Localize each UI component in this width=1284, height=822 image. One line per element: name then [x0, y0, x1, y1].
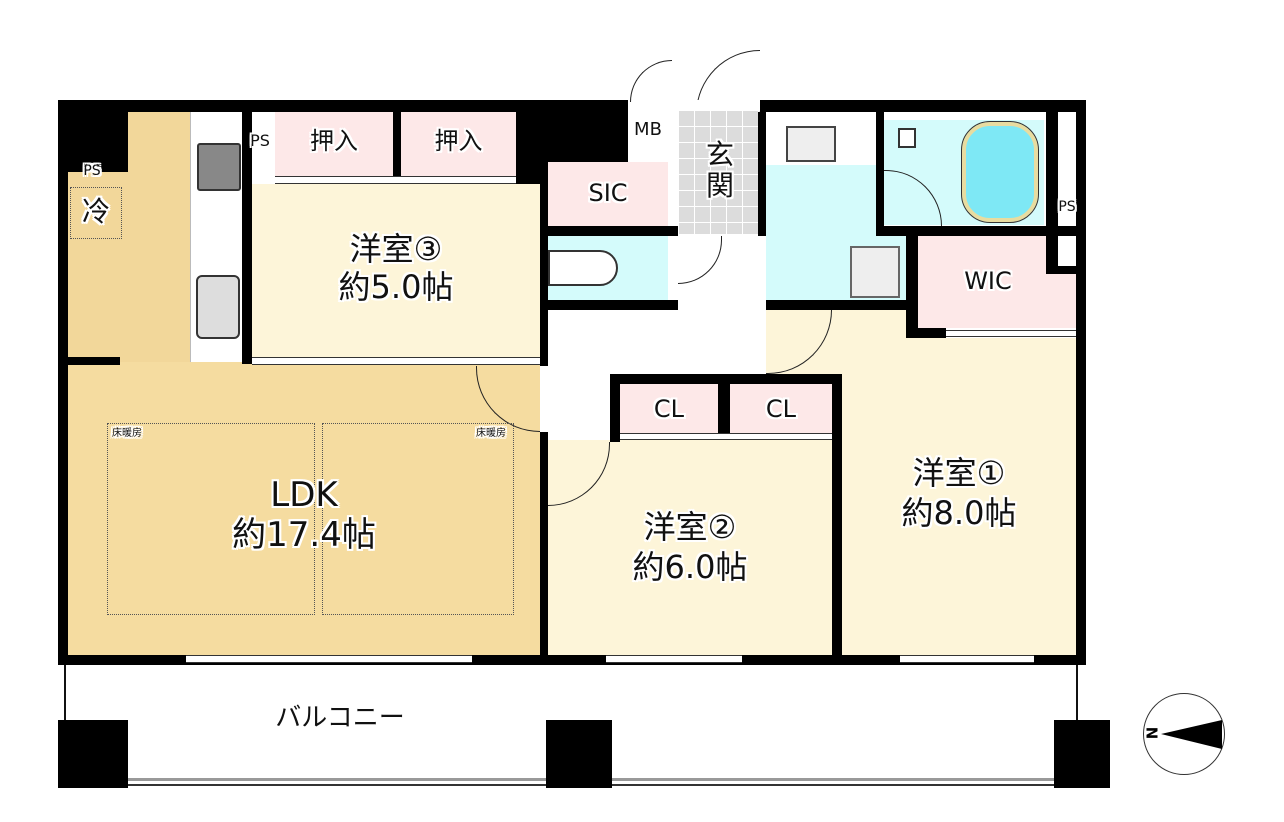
closet-divider: [393, 112, 401, 176]
floor-heating-right-label: 床暖房: [476, 428, 506, 439]
sic-wall: [548, 226, 678, 236]
balcony-label: バルコニー: [275, 703, 405, 733]
window-ldk: [186, 655, 472, 663]
cl-b-label: CL: [765, 395, 797, 423]
outer-wall-left: [58, 100, 68, 665]
window-room2: [606, 655, 742, 663]
room1-size: 約8.0帖: [901, 494, 1017, 532]
washbasin-icon: [786, 126, 836, 162]
entrance-right-wall: [758, 112, 766, 236]
fridge-area: [70, 187, 122, 239]
sliding-door-closet: [275, 176, 516, 184]
wic-door: [946, 330, 1076, 337]
sic-label: SIC: [588, 179, 628, 207]
bath-left-wall: [876, 112, 884, 232]
stove-icon: [197, 143, 241, 191]
washer-icon: [850, 246, 900, 298]
mb-label: MB: [634, 119, 662, 140]
shower-icon: [898, 128, 916, 148]
toilet-door[interactable]: [678, 236, 722, 284]
floor-heating-right: [322, 423, 514, 615]
closet-a: [275, 112, 393, 176]
floor-heating-left: [107, 423, 315, 615]
room3-size: 約5.0帖: [338, 268, 454, 306]
balcony-pillar-mid: [546, 720, 612, 788]
closet-a-label: 押入: [310, 127, 358, 155]
room1-name: 洋室①: [912, 454, 1006, 492]
sink-icon: [196, 275, 240, 339]
ldk-floor: [68, 362, 540, 655]
cl-divider: [718, 384, 730, 434]
cl-left-wall: [610, 374, 620, 442]
wic-bottom-wall: [906, 328, 946, 338]
sliding-door-room3: [252, 357, 540, 365]
ps-bath-label: PS: [1058, 199, 1076, 215]
fridge-label: 冷: [81, 195, 110, 228]
washroom-bottom-wall: [766, 300, 906, 310]
ps-bath-wall: [1046, 112, 1058, 272]
balcony-pillar-left: [58, 720, 128, 788]
cl-top-wall: [610, 374, 842, 384]
sic-room: [548, 162, 668, 226]
ps-top-label: PS: [250, 131, 270, 150]
outer-wall-right: [1076, 100, 1086, 665]
cl-b-room: [730, 384, 832, 434]
room2-right-wall: [832, 374, 842, 664]
closet-b-label: 押入: [434, 127, 483, 155]
bottom-wall: [58, 655, 1086, 665]
balcony-pillar-right: [1054, 720, 1110, 788]
cl-a-label: CL: [653, 395, 685, 423]
sliding-door-cl: [620, 433, 832, 440]
room3-right-wall: [540, 112, 548, 366]
corner-block-tl: [58, 100, 128, 172]
bath-bottom-wall: [876, 226, 1076, 236]
ldk-name: LDK: [270, 475, 338, 515]
toilet-icon: [548, 250, 618, 286]
kitchen-partition: [68, 357, 120, 365]
room2-size: 約6.0帖: [632, 548, 748, 586]
ldk-size: 約17.4帖: [232, 515, 376, 555]
north-label: N: [1143, 726, 1162, 740]
ldk-right-wall: [540, 432, 548, 664]
mb-room: [627, 110, 669, 152]
entrance-label: 玄関: [706, 138, 735, 202]
toilet-bottom-wall: [548, 300, 678, 310]
wic-left-wall: [906, 236, 918, 338]
floor-heating-left-label: 床暖房: [112, 428, 142, 439]
room2-name: 洋室②: [643, 508, 737, 546]
room3-floor: [252, 184, 540, 358]
mb-wall: [548, 112, 628, 162]
ps-bath-wall-b: [1046, 266, 1076, 274]
compass: N: [1143, 693, 1225, 775]
outer-wall-top-right: [760, 100, 1086, 112]
wic-label: WIC: [964, 267, 1012, 295]
closet-b: [401, 112, 516, 176]
cl-a-room: [620, 384, 718, 434]
entrance-floor: [678, 110, 760, 234]
outer-wall-top-left: [58, 100, 628, 112]
bathtub-icon: [961, 121, 1039, 223]
window-room1: [900, 655, 1034, 663]
room3-name: 洋室③: [349, 230, 443, 268]
ps-bath-shaft: [1058, 148, 1076, 268]
ps-kitchen-label: PS: [83, 163, 101, 179]
counter-wall: [242, 112, 252, 364]
compass-needle-icon: [1160, 719, 1222, 749]
